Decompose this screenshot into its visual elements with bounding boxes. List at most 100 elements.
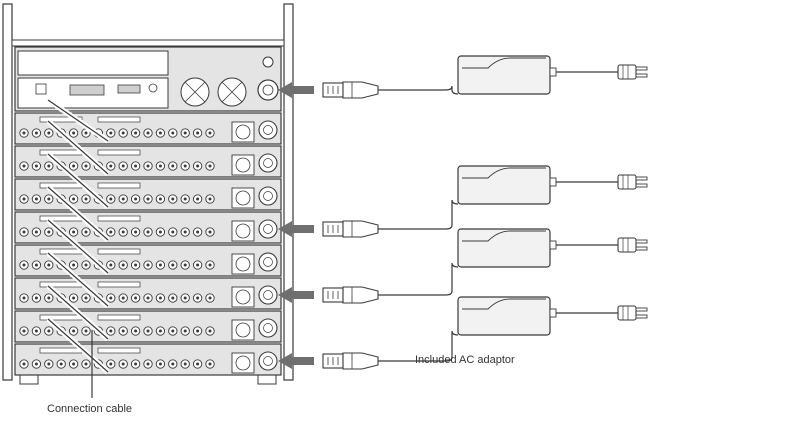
unit-power-inlet-inner: [263, 257, 273, 267]
unit-label-plate: [97, 248, 141, 255]
jack-center: [183, 362, 187, 366]
jack-center: [158, 197, 162, 201]
ac-plug-blade: [635, 176, 648, 181]
jack-center: [109, 362, 113, 366]
jack-center: [34, 197, 38, 201]
jack-center: [171, 230, 175, 234]
dc-plug-body: [342, 352, 379, 370]
connection-cable-label: Connection cable: [47, 403, 133, 415]
fan-grill: [221, 81, 243, 103]
unit-connector-ring: [235, 289, 251, 305]
unit-power-inlet: [258, 186, 278, 206]
unit-connector-box: [231, 286, 255, 308]
unit-power-inlet-inner: [263, 224, 273, 234]
jack-center: [146, 296, 150, 300]
unit-power-inlet-inner: [263, 191, 273, 201]
jack-center: [183, 263, 187, 267]
jack-center: [208, 329, 212, 333]
jack-center: [171, 164, 175, 168]
jack-center: [121, 131, 125, 135]
power-inlet: [257, 79, 279, 101]
jack-center: [22, 197, 26, 201]
unit-power-inlet: [258, 285, 278, 305]
jack-center: [196, 362, 200, 366]
jack-center: [121, 263, 125, 267]
unit-label-plate: [97, 215, 141, 222]
unit-label-plate: [39, 116, 83, 123]
jack-center: [72, 263, 76, 267]
unit-connector-box: [231, 352, 255, 374]
jack-center: [158, 263, 162, 267]
jack-center: [208, 362, 212, 366]
unit-connector-ring: [235, 124, 251, 140]
dc-plug-body: [342, 81, 379, 99]
jack-center: [47, 230, 51, 234]
dc-cable: [378, 85, 459, 95]
jack-center: [34, 131, 38, 135]
unit-connector-ring: [235, 322, 251, 338]
jack-center: [158, 329, 162, 333]
jack-center: [183, 197, 187, 201]
rack: [2, 3, 294, 398]
rack-right-rail: [283, 3, 294, 381]
jack-center: [22, 131, 26, 135]
dc-cable: [378, 330, 459, 362]
expansion-unit: [14, 244, 282, 277]
unit-power-inlet-inner: [263, 323, 273, 333]
jack-center: [47, 296, 51, 300]
jack-center: [72, 329, 76, 333]
jack-center: [146, 263, 150, 267]
jack-center: [196, 164, 200, 168]
unit-connector-ring: [235, 223, 251, 239]
jack-center: [146, 362, 150, 366]
ac-plug-body: [617, 237, 637, 253]
jack-center: [158, 131, 162, 135]
jack-center: [196, 296, 200, 300]
jack-center: [84, 197, 88, 201]
jack-center: [72, 197, 76, 201]
jack-center: [171, 131, 175, 135]
jack-center: [84, 230, 88, 234]
jack-center: [171, 296, 175, 300]
connection-cable: [47, 285, 109, 340]
jack-center: [183, 131, 187, 135]
jack-center: [47, 197, 51, 201]
jack-center: [183, 164, 187, 168]
unit-connector-ring: [235, 256, 251, 272]
jack-center: [146, 131, 150, 135]
jack-center: [134, 164, 138, 168]
jack-center: [47, 362, 51, 366]
dc-plug-body: [342, 286, 379, 304]
expansion-unit: [14, 178, 282, 211]
jack-center: [146, 230, 150, 234]
jack-center: [134, 296, 138, 300]
jack-center: [34, 263, 38, 267]
connection-cable: [47, 318, 109, 373]
jack-center: [109, 230, 113, 234]
unit-connector-box: [231, 253, 255, 275]
unit-connector-box: [231, 220, 255, 242]
control-unit: [14, 46, 282, 112]
jack-center: [183, 296, 187, 300]
unit-connector-ring: [235, 157, 251, 173]
unit-power-inlet: [258, 351, 278, 371]
connection-cable: [47, 99, 109, 142]
jack-center: [208, 197, 212, 201]
jack-center: [109, 263, 113, 267]
jack-center: [72, 131, 76, 135]
power-inlet-inner: [262, 84, 274, 96]
jack-center: [121, 329, 125, 333]
jack-center: [34, 296, 38, 300]
jack-center: [146, 197, 150, 201]
jack-center: [171, 263, 175, 267]
jack-center: [22, 230, 26, 234]
expansion-unit: [14, 145, 282, 178]
connection-cable: [47, 219, 109, 274]
jack-center: [109, 197, 113, 201]
unit-power-inlet-inner: [263, 125, 273, 135]
jack-center: [171, 362, 175, 366]
unit-label-plate: [39, 182, 83, 189]
jack-center: [134, 230, 138, 234]
jack-center: [208, 164, 212, 168]
